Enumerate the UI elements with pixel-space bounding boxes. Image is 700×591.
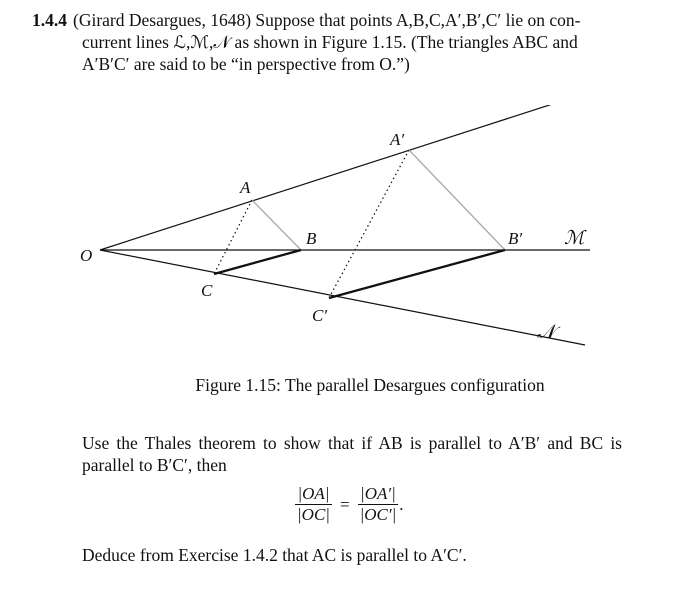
exercise-number: 1.4.4 (32, 10, 67, 30)
exercise-statement: 1.4.4 (Girard Desargues, 1648) Suppose th… (32, 9, 632, 75)
equals-sign: = (339, 494, 350, 514)
line-N (99, 249, 586, 346)
exercise-line-1: 1.4.4 (Girard Desargues, 1648) Suppose th… (32, 9, 632, 31)
label-C-prime: C′ (312, 306, 327, 325)
label-B-prime: B′ (508, 229, 522, 248)
segment-ApBp (408, 149, 506, 251)
line-L (99, 105, 552, 251)
exercise-line-3: A′B′C′ are said to be “in perspective fr… (82, 54, 410, 74)
followup-line-1: Use the Thales theorem to show that if A… (82, 433, 622, 453)
fraction-right: |OA′| |OC′| (357, 484, 399, 525)
exercise-line-2: current lines ℒ,ℳ,𝒩 as shown in Figure 1… (82, 32, 578, 52)
segment-AC-dotted (213, 199, 253, 275)
label-line-N: 𝒩 (537, 322, 561, 343)
fraction-left-denominator: |OC| (297, 505, 330, 524)
fraction-left: |OA| |OC| (295, 484, 332, 525)
label-C: C (201, 281, 213, 300)
segment-AB (251, 199, 302, 251)
deduce-text: Deduce from Exercise 1.4.2 that AC is pa… (82, 545, 467, 565)
ratio-equation: |OA| |OC| = |OA′| |OC′| . (295, 484, 404, 525)
exercise-text-1: (Girard Desargues, 1648) Suppose that po… (73, 10, 581, 30)
segment-ApCp-dotted (328, 149, 410, 299)
fraction-right-numerator: |OA′| (357, 484, 399, 505)
segment-BC (213, 248, 302, 276)
segment-BpCp (328, 248, 506, 300)
figure-caption: Figure 1.15: The parallel Desargues conf… (195, 375, 545, 395)
fraction-right-denominator: |OC′| (359, 505, 397, 524)
label-O: O (80, 246, 92, 265)
label-A-prime: A′ (389, 130, 404, 149)
label-line-M: ℳ (564, 228, 587, 249)
followup-text: Use the Thales theorem to show that if A… (82, 432, 622, 476)
label-B: B (306, 229, 317, 248)
desargues-figure: O A B C A′ B′ C′ ℒ ℳ 𝒩 (80, 105, 590, 346)
label-A: A (239, 178, 251, 197)
fraction-left-numerator: |OA| (295, 484, 332, 505)
equation-period: . (399, 494, 404, 514)
followup-line-2: parallel to B′C′, then (82, 455, 227, 475)
